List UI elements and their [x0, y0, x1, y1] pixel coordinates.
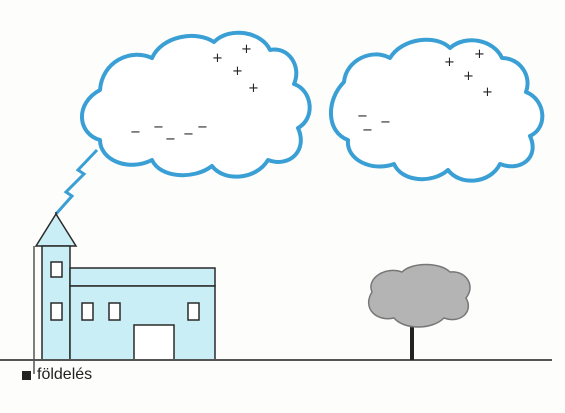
- right-cloud-plus-sign: +: [444, 55, 455, 70]
- lightning-bolt: [56, 150, 97, 214]
- right-cloud-plus-sign: +: [482, 85, 493, 100]
- window: [51, 303, 62, 320]
- right-cloud-plus-sign: +: [463, 69, 474, 84]
- window: [51, 262, 62, 277]
- left-cloud-minus-sign: −: [197, 120, 208, 135]
- tree-crown: [369, 265, 470, 328]
- right-cloud-minus-sign: −: [357, 109, 368, 124]
- right-cloud-minus-sign: −: [380, 115, 391, 130]
- door: [134, 325, 174, 360]
- left-cloud-minus-sign: −: [130, 125, 141, 140]
- grounding-label: földelés: [22, 366, 92, 384]
- left-cloud-plus-sign: +: [212, 51, 223, 66]
- grounding-marker: [22, 371, 31, 380]
- left-cloud-plus-sign: +: [248, 81, 259, 96]
- left-cloud-minus-sign: −: [183, 127, 194, 142]
- window: [82, 303, 93, 320]
- right-cloud-minus-sign: −: [362, 123, 373, 138]
- window: [109, 303, 120, 320]
- building-roof-band: [70, 268, 215, 286]
- left-cloud-plus-sign: +: [241, 42, 252, 57]
- left-cloud-plus-sign: +: [232, 64, 243, 79]
- left-cloud-minus-sign: −: [153, 120, 164, 135]
- right-cloud-plus-sign: +: [474, 47, 485, 62]
- grounding-label-text: földelés: [37, 366, 92, 384]
- window: [188, 303, 199, 320]
- left-cloud-minus-sign: −: [165, 132, 176, 147]
- left-cloud: [82, 33, 310, 177]
- tower-roof: [36, 214, 76, 246]
